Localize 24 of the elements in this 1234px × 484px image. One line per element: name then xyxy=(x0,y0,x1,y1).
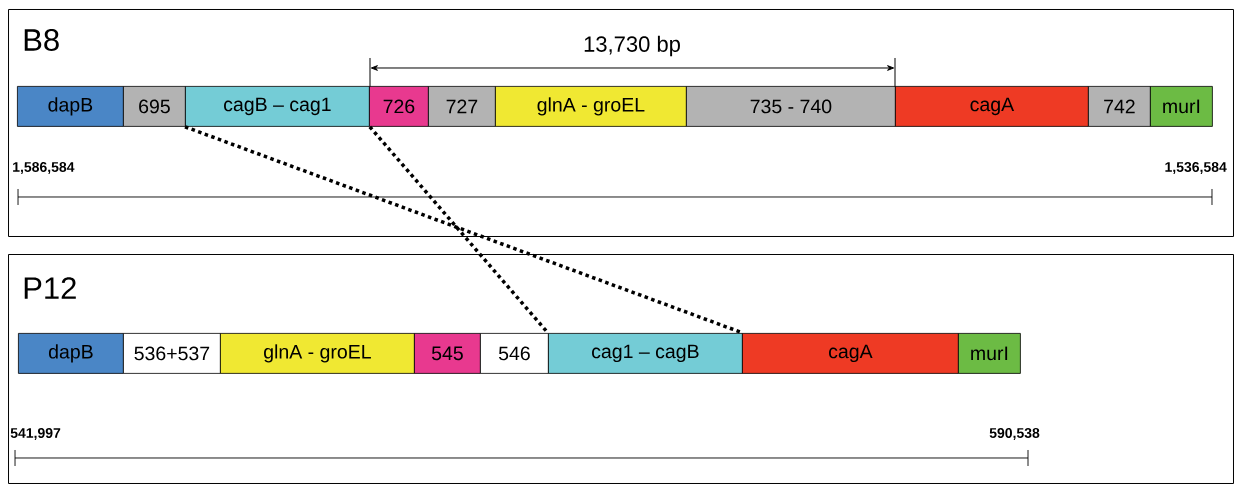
gene-box: cag1 – cagB xyxy=(548,333,743,374)
dotted-line xyxy=(368,125,550,335)
coordinate-label: 541,997 xyxy=(10,428,61,440)
gene-box: cagA xyxy=(895,86,1089,127)
gene-box: cagA xyxy=(742,333,959,374)
gene-box: 546 xyxy=(480,333,549,374)
dimension-label: 13,730 bp xyxy=(584,35,680,57)
gene-box: 727 xyxy=(428,86,496,127)
gene-box: dapB xyxy=(17,86,124,127)
gene-box: dapB xyxy=(18,333,124,374)
gene-box: cagB – cag1 xyxy=(185,86,370,127)
gene-box: 735 - 740 xyxy=(686,86,896,127)
coordinate-label: 590,538 xyxy=(989,428,1040,440)
gene-box: glnA - groEL xyxy=(220,333,415,374)
coordinate-label: 1,586,584 xyxy=(13,162,75,174)
gene-box: murI xyxy=(958,333,1021,374)
gene-box: 742 xyxy=(1088,86,1151,127)
gene-box: glnA - groEL xyxy=(495,86,687,127)
gene-box: 536+537 xyxy=(123,333,221,374)
coordinate-label: 1,536,584 xyxy=(1165,162,1227,174)
gene-box: 545 xyxy=(414,333,481,374)
gene-box: murI xyxy=(1150,86,1213,127)
gene-box: 726 xyxy=(369,86,429,127)
gene-box: 695 xyxy=(123,86,186,127)
